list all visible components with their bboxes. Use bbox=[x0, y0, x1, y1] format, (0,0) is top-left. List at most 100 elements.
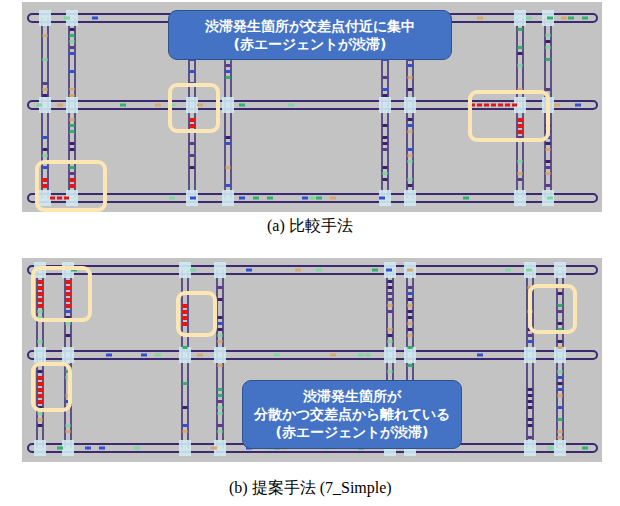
agent bbox=[36, 104, 42, 107]
agent bbox=[383, 148, 388, 151]
highlight-frame bbox=[33, 268, 90, 320]
agent bbox=[558, 340, 563, 343]
agent bbox=[518, 28, 523, 31]
agent bbox=[386, 269, 392, 272]
intersection bbox=[404, 262, 416, 278]
agent bbox=[43, 88, 48, 91]
intersection bbox=[222, 97, 234, 113]
agent bbox=[526, 269, 532, 272]
agent bbox=[526, 17, 532, 20]
highlight-frame bbox=[170, 85, 218, 131]
agent bbox=[330, 197, 336, 200]
highlight-frame bbox=[37, 162, 105, 210]
agent bbox=[183, 346, 188, 349]
agent bbox=[568, 17, 574, 20]
agent bbox=[528, 334, 533, 337]
agent bbox=[226, 64, 231, 67]
jammed-agent bbox=[37, 304, 43, 308]
agent bbox=[316, 269, 322, 272]
agent bbox=[218, 394, 223, 397]
intersection bbox=[62, 347, 74, 363]
agent bbox=[218, 322, 223, 325]
intersection bbox=[39, 10, 51, 26]
jammed-agent bbox=[512, 104, 517, 107]
agent bbox=[190, 142, 195, 145]
intersection bbox=[404, 347, 416, 363]
agent bbox=[408, 310, 413, 313]
agent bbox=[379, 197, 385, 200]
agent bbox=[330, 354, 336, 357]
agent bbox=[383, 178, 388, 181]
agent bbox=[388, 310, 393, 313]
jammed-agent bbox=[37, 394, 43, 398]
jammed-agent bbox=[182, 316, 188, 320]
callout-box: 渋滞発生箇所が交差点付近に集中 (赤エージェントが渋滞) bbox=[168, 10, 452, 60]
agent bbox=[383, 172, 388, 175]
agent bbox=[190, 166, 195, 169]
agent bbox=[92, 17, 98, 20]
agent bbox=[70, 94, 75, 97]
agent bbox=[408, 334, 413, 337]
agent bbox=[226, 142, 231, 145]
jammed-agent bbox=[64, 197, 69, 200]
agent bbox=[558, 322, 563, 325]
agent bbox=[518, 172, 523, 175]
agent bbox=[388, 298, 393, 301]
agent bbox=[218, 430, 223, 433]
agent bbox=[546, 166, 551, 169]
agent bbox=[190, 70, 195, 73]
jammed-agent bbox=[491, 104, 496, 107]
agent bbox=[558, 310, 563, 313]
agent bbox=[383, 94, 388, 97]
agent bbox=[546, 40, 551, 43]
agent bbox=[528, 436, 533, 439]
intersection bbox=[222, 190, 234, 206]
jammed-agent bbox=[484, 104, 489, 107]
agent bbox=[546, 34, 551, 37]
agent bbox=[558, 394, 563, 397]
agent bbox=[528, 406, 533, 409]
agent bbox=[528, 394, 533, 397]
agent bbox=[66, 424, 71, 427]
agent bbox=[38, 310, 43, 313]
agent bbox=[218, 364, 223, 367]
agent bbox=[183, 382, 188, 385]
jammed-agent bbox=[37, 298, 43, 302]
agent bbox=[546, 148, 551, 151]
intersection bbox=[514, 190, 526, 206]
callout-text: 渋滞発生箇所が 分散かつ交差点から離れている (赤エージェントが渋滞) bbox=[251, 387, 453, 442]
jammed-agent bbox=[37, 286, 43, 290]
agent bbox=[383, 124, 388, 127]
jammed-agent bbox=[189, 124, 195, 128]
agent bbox=[408, 328, 413, 331]
agent bbox=[408, 148, 413, 151]
agent bbox=[558, 430, 563, 433]
agent bbox=[43, 82, 48, 85]
agent bbox=[169, 197, 175, 200]
agent bbox=[558, 436, 563, 439]
agent bbox=[518, 160, 523, 163]
agent bbox=[547, 197, 553, 200]
agent bbox=[365, 354, 371, 357]
jammed-agent bbox=[42, 184, 48, 188]
agent bbox=[561, 17, 567, 20]
agent bbox=[218, 388, 223, 391]
agent bbox=[408, 154, 413, 157]
agent bbox=[408, 124, 413, 127]
agent bbox=[288, 104, 294, 107]
jammed-agent bbox=[182, 310, 188, 314]
agent bbox=[408, 286, 413, 289]
intersection bbox=[186, 97, 198, 113]
agent bbox=[190, 269, 196, 272]
agent bbox=[546, 142, 551, 145]
intersection bbox=[34, 440, 46, 456]
agent bbox=[43, 154, 48, 157]
agent bbox=[558, 388, 563, 391]
jammed-agent bbox=[69, 184, 75, 188]
agent bbox=[546, 160, 551, 163]
intersection bbox=[542, 10, 554, 26]
agent bbox=[477, 354, 483, 357]
agent bbox=[66, 430, 71, 433]
agent bbox=[383, 88, 388, 91]
jammed-agent bbox=[505, 104, 510, 107]
